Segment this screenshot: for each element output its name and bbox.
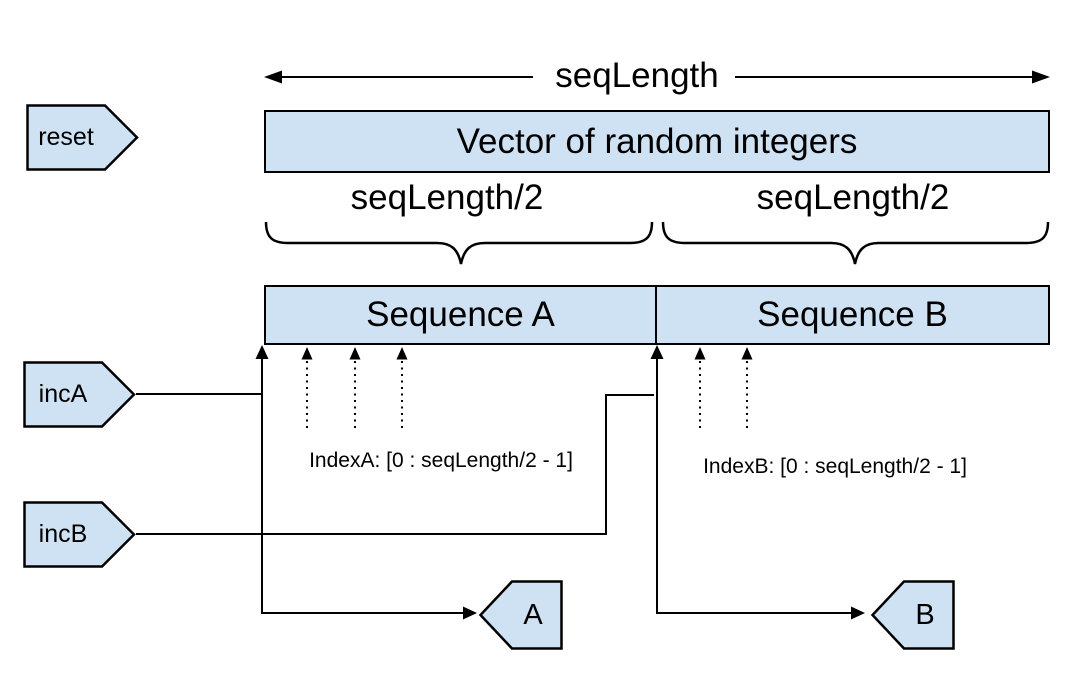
output-a-tag-label: A — [523, 598, 543, 631]
indexb-wire — [656, 356, 853, 614]
seqlength-label: seqLength — [555, 56, 719, 95]
vector-box-label: Vector of random integers — [456, 121, 858, 161]
reset-tag-shape — [26, 104, 139, 171]
reset-tag-label: reset — [38, 123, 94, 151]
incb-wire — [136, 394, 654, 535]
reset-tag: reset — [26, 104, 139, 171]
indexa-wire — [261, 356, 465, 614]
vector-box: Vector of random integers — [264, 110, 1050, 173]
indexb-range-label: IndexB: [0 : seqLength/2 - 1] — [703, 455, 967, 478]
incb-tag-shape — [23, 501, 136, 568]
indexb-up-arrowhead-icon — [650, 345, 664, 359]
incb-tag-label: incB — [38, 520, 88, 548]
arrow-right-icon — [1032, 70, 1050, 84]
indexa-range-label: IndexA: [0 : seqLength/2 - 1] — [309, 449, 573, 472]
output-b-tag-shape — [871, 580, 955, 650]
seqlength-span-arrow — [264, 70, 1050, 84]
seqlength-half-left-label: seqLength/2 — [350, 178, 544, 217]
output-b-tag: B — [871, 580, 955, 650]
right-brace — [661, 221, 1050, 265]
sequence-a-label: Sequence A — [366, 295, 555, 334]
indexa-dotted-arrows — [301, 347, 408, 428]
left-brace — [264, 221, 654, 265]
sequence-b-box: Sequence B — [655, 285, 1050, 345]
indexa-up-arrowhead-icon — [255, 345, 269, 359]
inca-tag: incA — [23, 361, 136, 428]
sequence-a-box: Sequence A — [264, 285, 657, 345]
incb-tag: incB — [23, 501, 136, 568]
output-a-tag: A — [479, 580, 563, 650]
output-a-tag-shape — [479, 580, 563, 650]
seqlength-half-right-label: seqLength/2 — [756, 178, 950, 217]
indexb-dotted-arrows — [694, 347, 753, 428]
arrow-left-icon — [264, 70, 282, 84]
inca-tag-shape — [23, 361, 136, 428]
sequence-b-label: Sequence B — [757, 295, 948, 334]
output-b-arrowhead-icon — [851, 606, 865, 620]
output-a-arrowhead-icon — [463, 606, 477, 620]
inca-tag-label: incA — [38, 380, 88, 408]
output-b-tag-label: B — [915, 598, 935, 631]
